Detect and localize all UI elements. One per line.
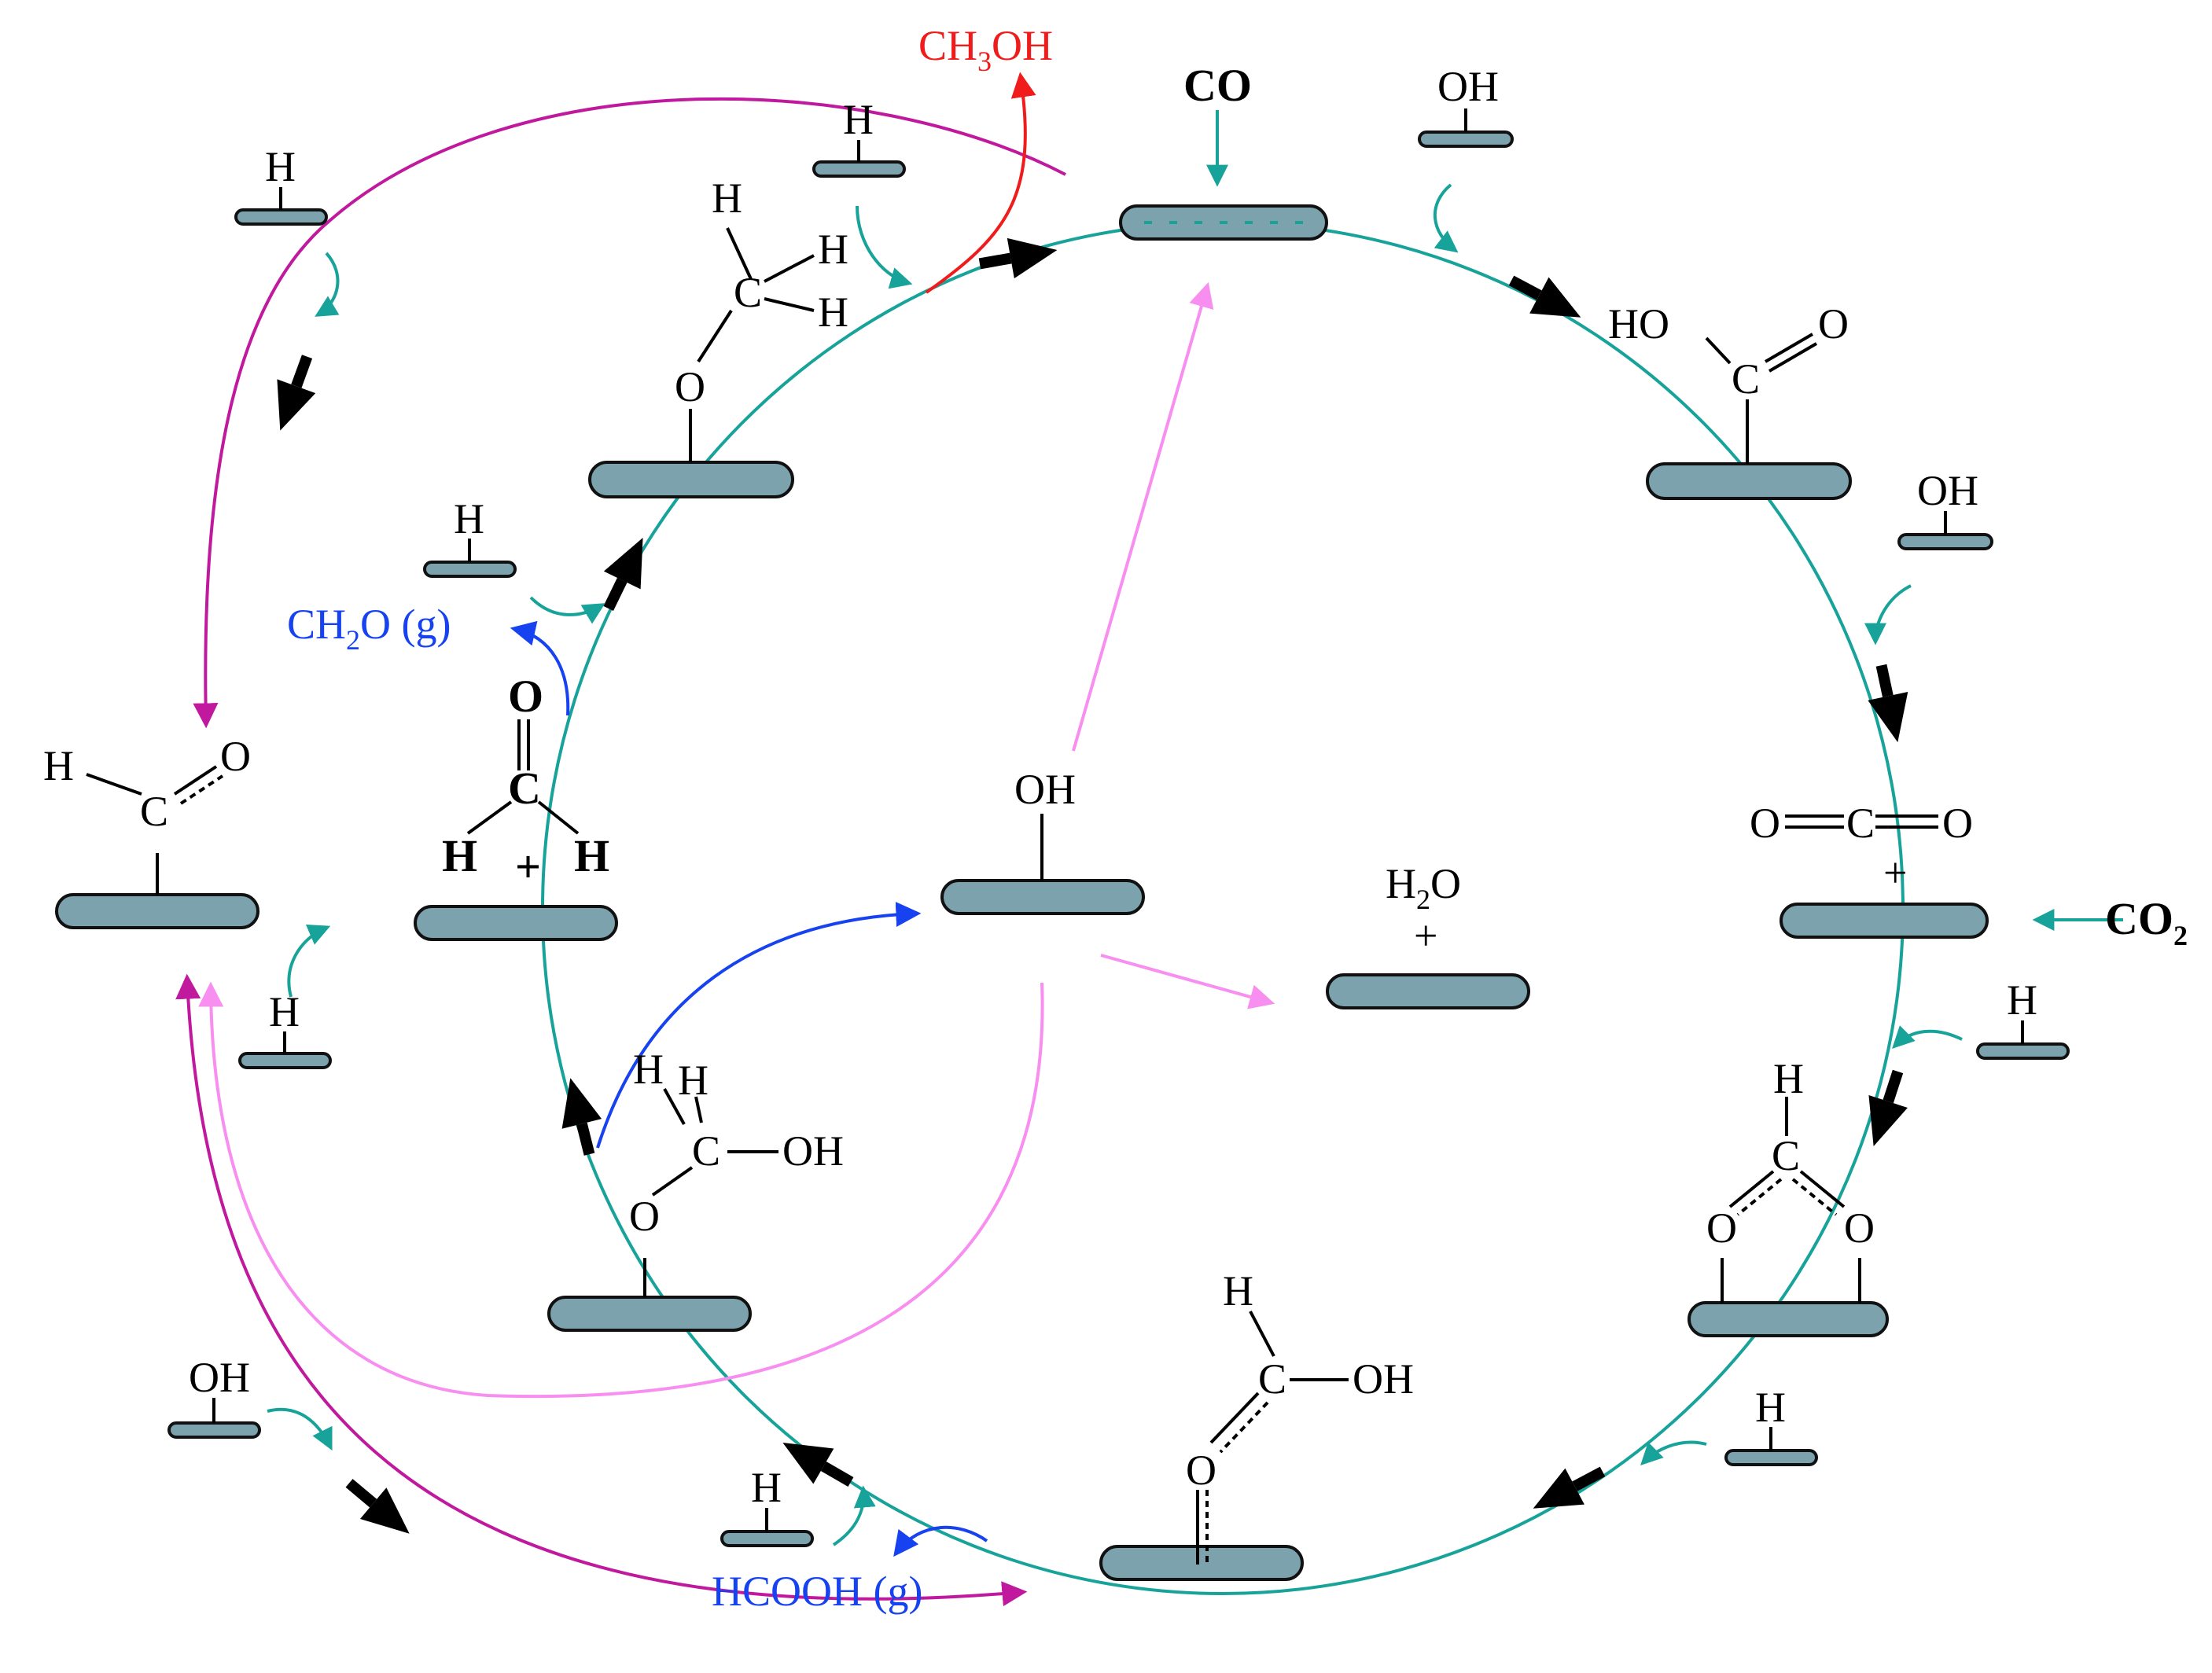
methanol-label: CH3OH	[918, 22, 1053, 77]
methoxy-h2: H	[818, 226, 848, 273]
formic-h: H	[1223, 1267, 1253, 1314]
co2-plus: +	[1883, 849, 1907, 896]
blue-pathway-ch2o-release	[510, 620, 570, 716]
formaldehyde-gas-label: CH2O (g)	[287, 601, 451, 656]
slab-methoxy	[588, 461, 794, 498]
formate-c: C	[1772, 1132, 1800, 1179]
formaldehyde-o: O	[508, 671, 543, 722]
slab-center-oh	[940, 879, 1145, 915]
co2-o-left: O	[1750, 800, 1780, 847]
side-arrow-left-outer	[277, 355, 316, 431]
formate-o-left: O	[1706, 1204, 1737, 1252]
teal-small-arrows	[267, 110, 2123, 1546]
blue-pathway-to-oh	[596, 902, 922, 1149]
slab-methylenediolate	[547, 1296, 752, 1332]
h-label-4: H	[1755, 1384, 1786, 1431]
cycle-arrow-lower-right	[1868, 1069, 1908, 1147]
cycle-arrow-left-upper	[603, 538, 643, 611]
formic-acid-gas-label: HCOOH (g)	[712, 1568, 922, 1615]
mini-slab-h-6	[238, 1052, 332, 1069]
co2-label: CO2	[2105, 893, 2188, 951]
surface-slabs	[55, 131, 2070, 1581]
h-label-5: H	[454, 495, 484, 542]
h-label-2: H	[843, 96, 874, 143]
oh-label-3: OH	[189, 1354, 250, 1401]
main-cycle-ring	[541, 221, 1905, 1595]
bonds	[86, 108, 2024, 1565]
diolate-o: O	[629, 1193, 660, 1240]
cooh-ho: HO	[1608, 300, 1669, 347]
co2-o-right: O	[1942, 800, 1973, 847]
formaldehyde-plus: +	[515, 841, 541, 892]
slab-water	[1326, 973, 1530, 1009]
co2-c: C	[1846, 800, 1875, 847]
cycle-arrow-bottom-left	[782, 1443, 854, 1487]
cycle-arrow-top	[978, 237, 1058, 279]
h-label-3: H	[2007, 976, 2037, 1024]
slab-cooh	[1646, 462, 1852, 500]
methoxy-c: C	[734, 269, 762, 316]
center-oh: OH	[1014, 766, 1076, 813]
slab-formaldehyde	[414, 905, 618, 941]
mini-slab-h-5	[423, 561, 517, 578]
cooh-c: C	[1732, 355, 1760, 403]
diolate-oh: OH	[782, 1127, 844, 1175]
mini-slab-h-4	[1724, 1449, 1818, 1466]
mini-slab-h-2	[812, 160, 906, 178]
co-label: CO	[1183, 60, 1252, 111]
mini-slab-oh-2	[1897, 533, 1993, 550]
formic-c: C	[1258, 1355, 1286, 1403]
slab-formic-acid	[1099, 1545, 1304, 1581]
formic-o: O	[1186, 1447, 1216, 1494]
mini-slab-oh-1	[1418, 131, 1514, 148]
mini-slab-h-7	[720, 1530, 814, 1547]
diolate-h2: H	[678, 1057, 709, 1104]
diolate-c: C	[692, 1127, 720, 1175]
blue-pathway-hcooh-release	[893, 1525, 988, 1557]
formaldehyde-h-right: H	[574, 830, 609, 881]
water-label: H2O	[1386, 860, 1461, 915]
mini-slab-h-3	[1976, 1042, 2070, 1060]
formate-h: H	[1773, 1055, 1804, 1102]
formaldehyde-c: C	[508, 763, 541, 814]
cooh-o: O	[1818, 300, 1849, 347]
water-plus: +	[1414, 912, 1437, 959]
cycle-arrow-right	[1868, 664, 1908, 743]
formic-oh: OH	[1353, 1355, 1414, 1403]
formyl-o: O	[220, 733, 251, 780]
cycle-arrow-upper-right	[1508, 275, 1581, 318]
magenta-pathway-top	[193, 97, 1066, 729]
h-label-7: H	[751, 1464, 782, 1511]
oh-label-2: OH	[1917, 467, 1978, 514]
cycle-arrow-bottom-right	[1533, 1466, 1606, 1509]
methoxy-h1: H	[712, 175, 742, 222]
diolate-h1: H	[633, 1046, 664, 1093]
pink-pathway-diagonal	[1072, 281, 1214, 752]
slab-formyl	[55, 893, 259, 929]
methoxy-h3: H	[818, 289, 848, 336]
formaldehyde-h-left: H	[442, 830, 477, 881]
h-label-6: H	[269, 988, 300, 1035]
mini-slab-h-1	[234, 208, 328, 226]
formyl-h: H	[43, 742, 74, 789]
formyl-c: C	[140, 788, 168, 835]
slab-co2	[1780, 903, 1989, 939]
methoxy-o: O	[675, 363, 705, 410]
formate-o-right: O	[1844, 1204, 1875, 1252]
mini-slab-oh-3	[167, 1421, 261, 1439]
cycle-arrow-left-lower	[561, 1078, 602, 1156]
slab-formate	[1688, 1301, 1889, 1337]
red-pathway-methanol-release	[925, 72, 1036, 294]
oh-label-1: OH	[1437, 63, 1499, 110]
magenta-pathway-bottom	[175, 973, 1028, 1607]
pink-pathway-loop	[198, 981, 1044, 1399]
labels: CH3OH CH2O (g) HCOOH (g) CO CO2 H H OH O…	[43, 22, 2188, 1615]
pink-pathway-water	[1100, 954, 1275, 1009]
h-label-1: H	[265, 143, 296, 190]
